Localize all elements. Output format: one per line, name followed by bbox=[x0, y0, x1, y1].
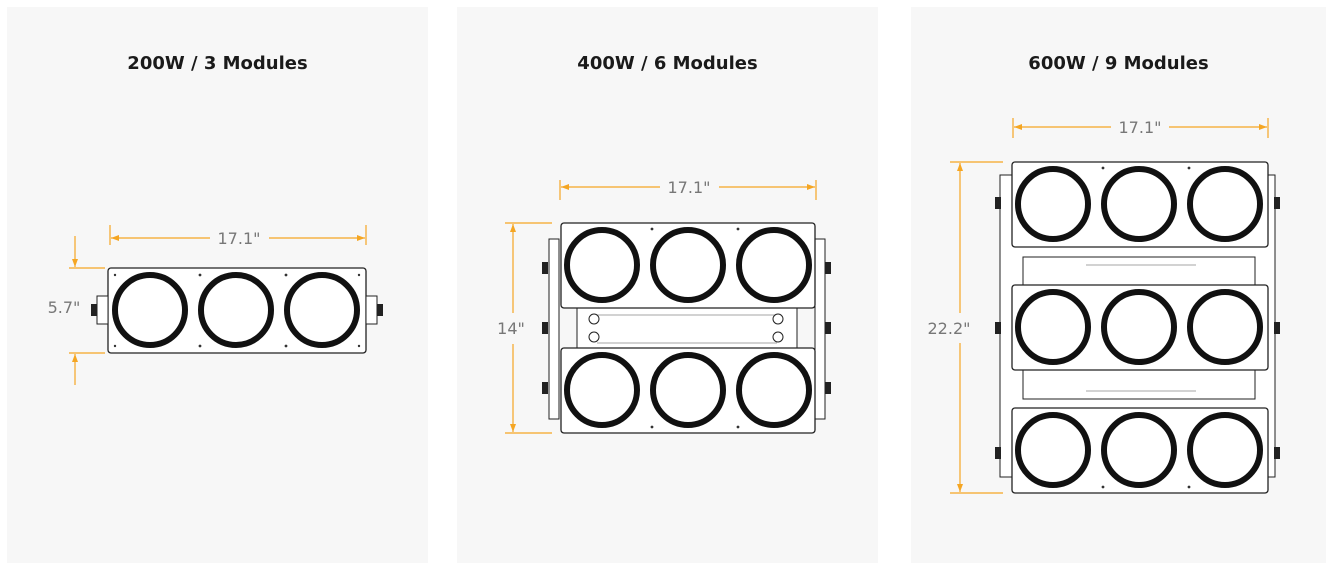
width-label: 17.1" bbox=[218, 229, 261, 248]
lens-ring bbox=[736, 352, 812, 428]
lens-ring bbox=[112, 272, 188, 348]
panel-600w: 600W / 9 Modules 17.1" 22.2" bbox=[911, 7, 1326, 563]
lens-ring bbox=[1015, 289, 1091, 365]
height-label: 5.7" bbox=[48, 298, 81, 317]
lens-ring bbox=[650, 227, 726, 303]
height-label: 14" bbox=[497, 319, 525, 338]
width-label: 17.1" bbox=[1119, 118, 1162, 137]
width-dimension: 17.1" bbox=[559, 178, 817, 200]
lens-ring bbox=[1187, 289, 1263, 365]
fixture-body bbox=[995, 161, 1280, 494]
lens-ring bbox=[284, 272, 360, 348]
lens-ring bbox=[1015, 166, 1091, 242]
panel-400w: 400W / 6 Modules 17.1" 14" bbox=[457, 7, 878, 563]
fixture-body bbox=[91, 267, 383, 354]
lens-ring bbox=[736, 227, 812, 303]
lens-ring bbox=[650, 352, 726, 428]
lens-ring bbox=[564, 227, 640, 303]
width-label: 17.1" bbox=[668, 178, 711, 197]
fixture-diagram-600w: 17.1" 22.2" bbox=[928, 118, 1280, 494]
height-dimension: 5.7" bbox=[48, 236, 105, 385]
lens-ring bbox=[1101, 289, 1177, 365]
height-dimension: 14" bbox=[497, 222, 552, 434]
panel-title: 600W / 9 Modules bbox=[1028, 53, 1209, 74]
lens-ring bbox=[1101, 166, 1177, 242]
fixture-diagram-400w: 17.1" 14" bbox=[497, 178, 831, 434]
lens-ring bbox=[1015, 412, 1091, 488]
panel-title: 400W / 6 Modules bbox=[577, 53, 758, 74]
panel-200w: 200W / 3 Modules 17.1" 5.7" bbox=[7, 7, 428, 563]
lens-ring bbox=[198, 272, 274, 348]
lens-ring bbox=[1101, 412, 1177, 488]
width-dimension: 17.1" bbox=[1012, 118, 1269, 138]
lens-ring bbox=[564, 352, 640, 428]
lens-ring bbox=[1187, 412, 1263, 488]
fixture-body bbox=[542, 222, 831, 434]
height-dimension: 22.2" bbox=[928, 161, 1003, 494]
height-label: 22.2" bbox=[928, 319, 971, 338]
fixture-diagram-200w: 17.1" 5.7" bbox=[48, 225, 383, 385]
panel-title: 200W / 3 Modules bbox=[127, 53, 308, 74]
lens-ring bbox=[1187, 166, 1263, 242]
width-dimension: 17.1" bbox=[109, 225, 367, 248]
